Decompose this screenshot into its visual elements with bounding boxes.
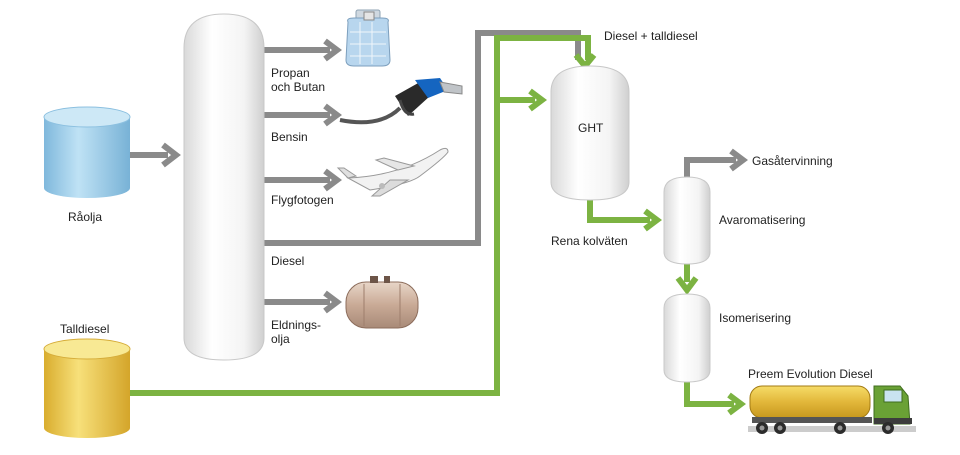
gas-bottle-icon (345, 9, 391, 67)
gasatervinning-line (684, 157, 736, 180)
ght-to-avaromatisering-line (587, 198, 650, 223)
label-eldnings-line2: olja (271, 332, 290, 346)
avaro-to-iso-arrow (675, 276, 699, 295)
talldiesel-upper-line (494, 35, 591, 100)
propan-arrow (264, 38, 342, 62)
label-diesel-talldiesel: Diesel + talldiesel (604, 29, 698, 43)
label-gasatervinning: Gasåtervinning (752, 154, 833, 168)
label-flygfotogen: Flygfotogen (271, 193, 334, 207)
distillation-column (183, 13, 265, 361)
crude-to-column-arrow (130, 142, 181, 168)
airplane-icon (336, 147, 449, 197)
label-ght: GHT (578, 121, 604, 135)
avaromatisering-vessel (663, 176, 711, 265)
talldiesel-arrow-head (528, 88, 547, 112)
iso-to-truck-line (684, 380, 734, 407)
flygfotogen-arrow (264, 168, 342, 192)
fuel-nozzle-icon (339, 78, 463, 125)
tanker-truck-icon (748, 385, 916, 434)
eldningsolja-arrow (264, 290, 342, 314)
label-rena-kolvaten: Rena kolväten (551, 234, 628, 248)
ght-reactor (550, 65, 630, 201)
label-talldiesel: Talldiesel (60, 322, 110, 336)
talldiesel-tank (43, 338, 131, 438)
label-isomerisering: Isomerisering (719, 311, 792, 325)
label-raolja: Råolja (68, 210, 103, 224)
bensin-arrow (264, 103, 342, 127)
gasatervinning-arrow (729, 148, 748, 172)
label-propan-line2: och Butan (271, 80, 326, 94)
label-bensin: Bensin (271, 130, 308, 144)
ght-to-avaromatisering-arrow (643, 208, 662, 232)
oil-tank-icon (345, 276, 419, 329)
label-eldnings-line1: Eldnings- (271, 318, 322, 332)
label-avaromatisering: Avaromatisering (719, 213, 806, 227)
label-propan-line1: Propan (271, 66, 310, 80)
iso-to-truck-arrow (727, 392, 746, 416)
label-diesel: Diesel (271, 254, 305, 268)
isomerisering-vessel (663, 293, 711, 383)
diesel-flow-line (264, 30, 581, 246)
talldiesel-flow-line (130, 97, 535, 396)
label-preem-evolution-diesel: Preem Evolution Diesel (748, 367, 873, 381)
crude-oil-tank (43, 106, 131, 198)
